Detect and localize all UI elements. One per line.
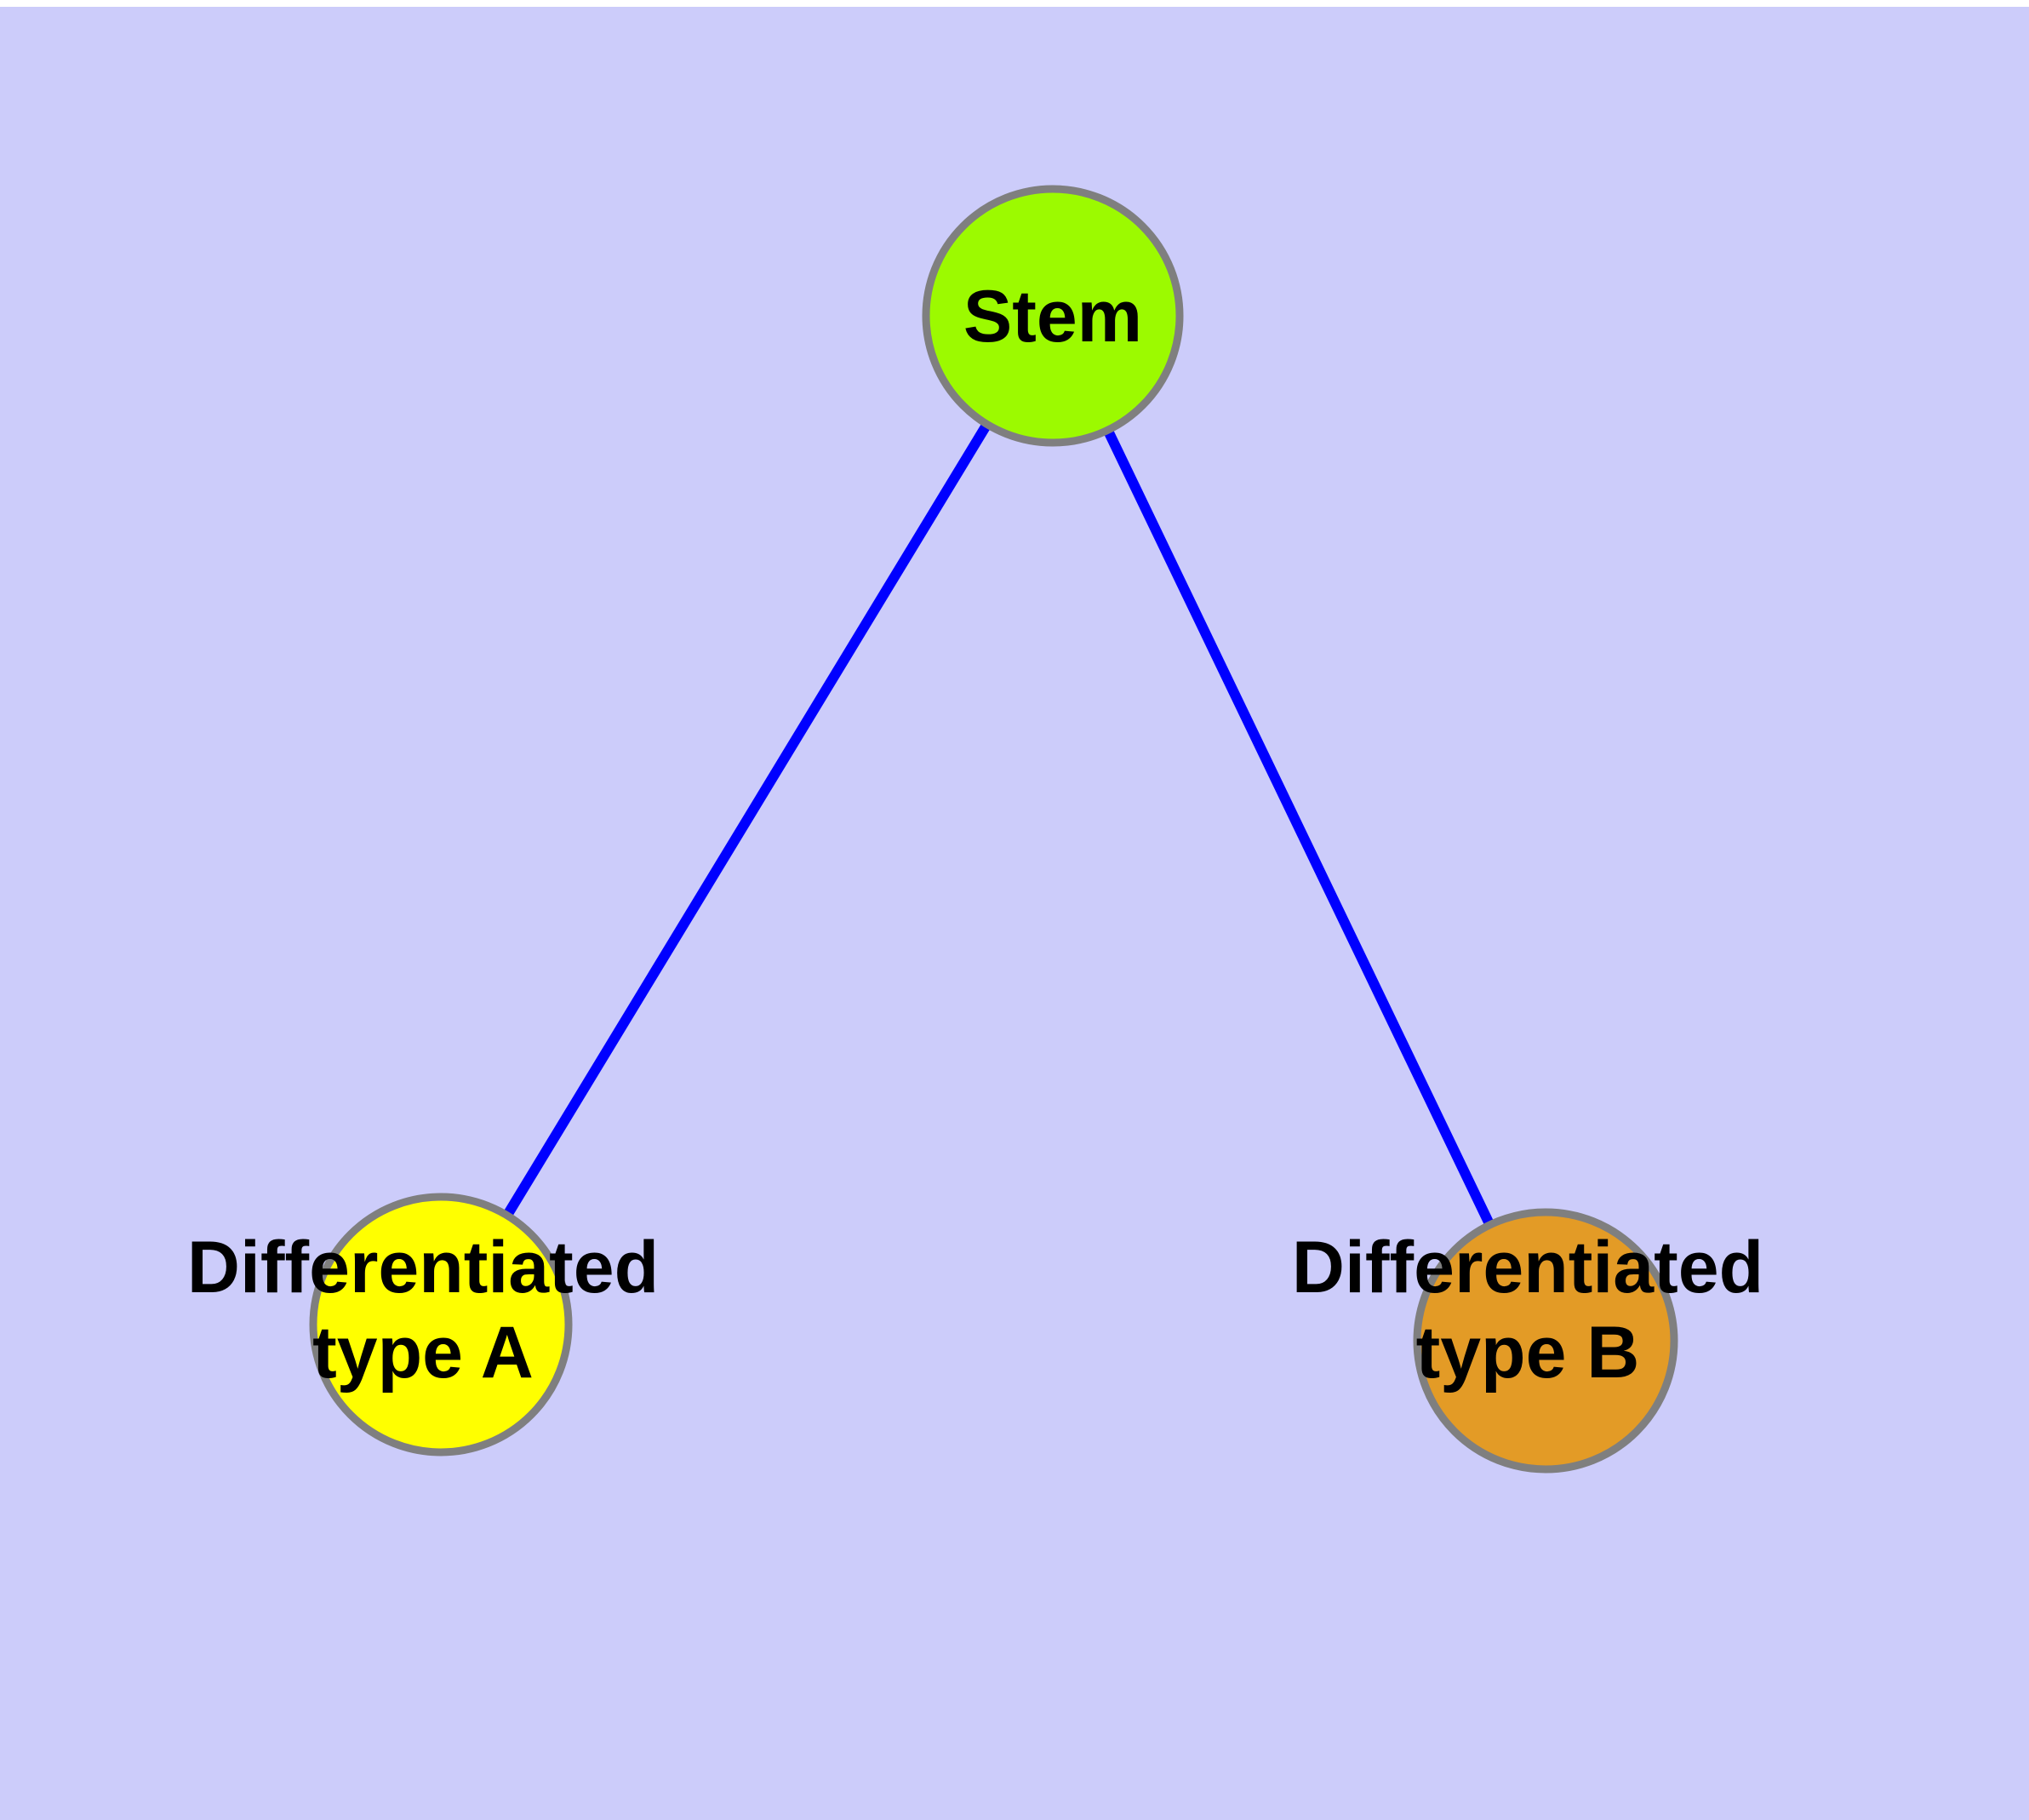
node-stem[interactable] xyxy=(922,185,1184,447)
edge-stem-to-differentiated-type-a xyxy=(436,312,1058,1328)
edge-stem-to-differentiated-type-b xyxy=(1048,313,1551,1343)
node-label-line: type B xyxy=(1416,1312,1640,1394)
node-label-line: Stem xyxy=(963,276,1142,358)
node-label-line: type A xyxy=(312,1312,534,1394)
node-label-line: Differentiated xyxy=(187,1227,659,1308)
nodes-layer xyxy=(309,185,1678,1474)
node-differentiated-type-a[interactable] xyxy=(309,1193,573,1457)
node-differentiated-type-b[interactable] xyxy=(1413,1208,1678,1474)
edges-layer xyxy=(436,312,1551,1343)
node-label-stem: Stem xyxy=(963,276,1142,358)
node-label-line: Differentiated xyxy=(1292,1227,1763,1308)
